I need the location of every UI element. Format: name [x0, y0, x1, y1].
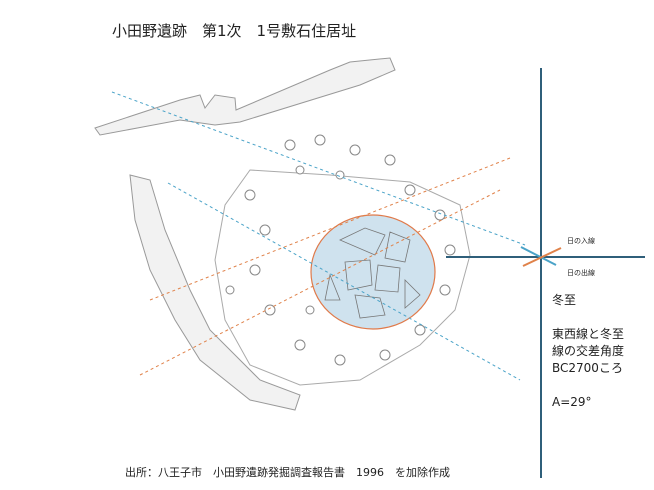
source-caption: 出所：八王子市 小田野遺跡発掘調査報告書 1996 を加除作成 [125, 466, 450, 479]
excavation-site-plan [94, 57, 471, 411]
sunset-line-marker [520, 246, 557, 266]
sunrise-line-label: 日の出線 [567, 269, 595, 277]
paving-stones [324, 227, 421, 319]
house-floor-outline [214, 169, 471, 386]
orange-dashed-line-2 [139, 189, 501, 376]
blue-dashed-line-2 [167, 182, 521, 381]
description-line-2: 線の交差角度 [552, 344, 625, 358]
page-title: 小田野遺跡 第1次 1号敷石住居址 [112, 22, 357, 40]
angle-label: A=29° [552, 395, 592, 409]
era-label: BC2700ころ [552, 361, 623, 375]
sunrise-line-marker [522, 247, 562, 267]
sun-direction-lines [111, 91, 526, 381]
west-wall-outline [129, 174, 301, 411]
post-holes [225, 134, 456, 366]
season-label: 冬至 [552, 293, 577, 307]
blue-dashed-line-1 [111, 91, 526, 246]
notes: 冬至 東西線と冬至 線の交差角度 BC2700ころ A=29° [552, 292, 624, 411]
orange-dashed-line-1 [149, 157, 511, 301]
stone-floor-ellipse [310, 214, 436, 330]
north-wall-outline [94, 57, 396, 136]
description-line-1: 東西線と冬至 [552, 327, 625, 341]
sunset-line-label: 日の入線 [567, 237, 595, 245]
